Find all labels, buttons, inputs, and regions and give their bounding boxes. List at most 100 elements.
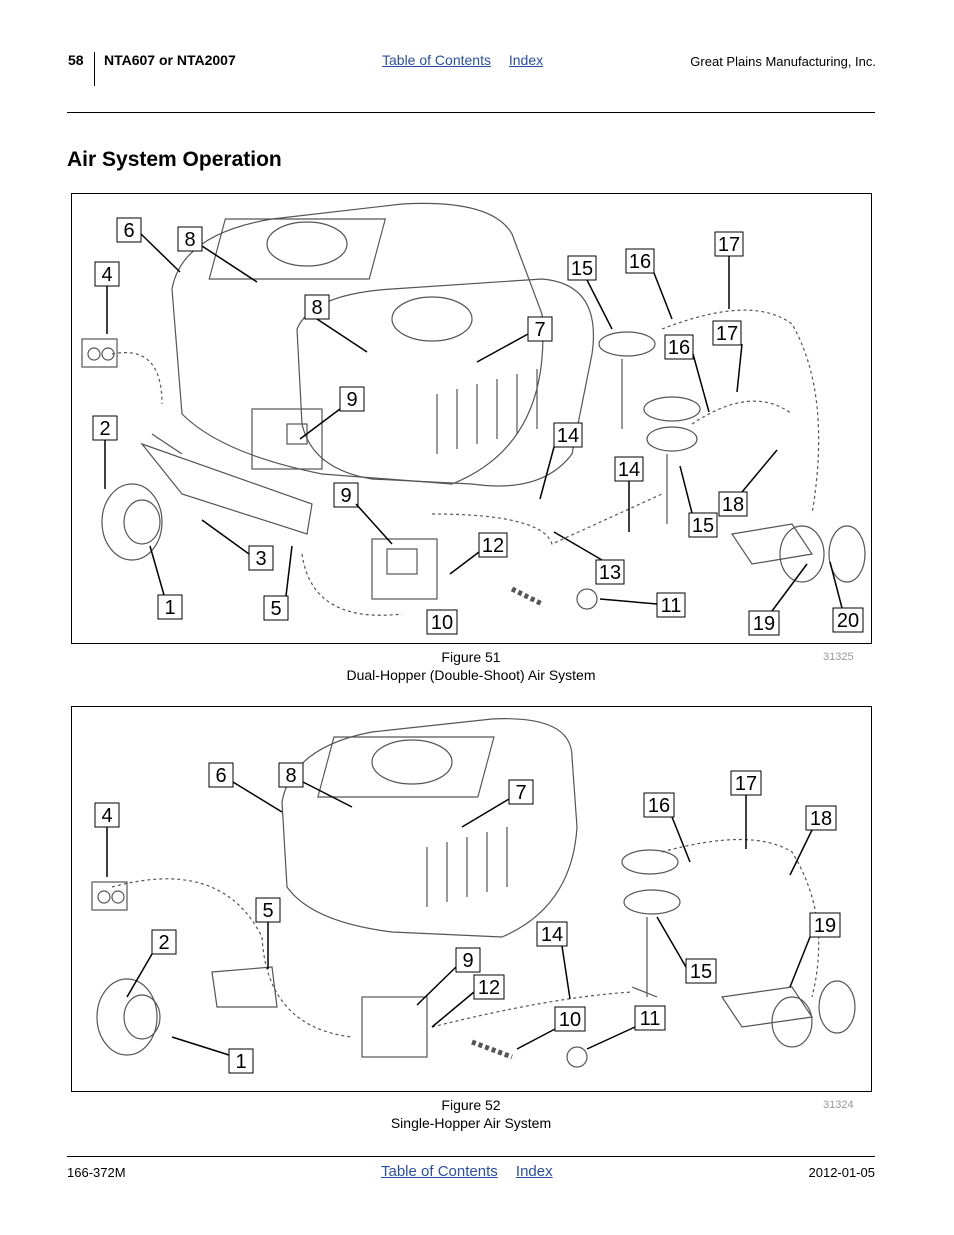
callout-5: 5 (263, 545, 293, 621)
svg-text:2: 2 (99, 418, 110, 440)
svg-text:8: 8 (285, 765, 296, 787)
index-link[interactable]: Index (508, 52, 544, 68)
svg-text:19: 19 (814, 915, 836, 937)
svg-text:15: 15 (571, 258, 593, 280)
callout-9b: 9 (333, 482, 393, 545)
callout-17a: 17 (714, 231, 744, 309)
svg-text:9: 9 (462, 950, 473, 972)
doc-number: 166-372M (67, 1165, 126, 1180)
svg-text:12: 12 (482, 535, 504, 557)
figure-51-title: Dual-Hopper (Double-Shoot) Air System (346, 667, 596, 683)
svg-text:5: 5 (270, 598, 281, 620)
callout-14b: 14 (614, 456, 644, 532)
callout-12: 12 (449, 532, 508, 575)
svg-text:15: 15 (690, 961, 712, 983)
svg-text:8: 8 (311, 297, 322, 319)
callout-2: 2 (126, 929, 177, 998)
callout-4: 4 (94, 261, 120, 334)
svg-text:6: 6 (215, 765, 226, 787)
callout-16a: 16 (625, 248, 673, 320)
svg-text:15: 15 (692, 515, 714, 537)
svg-text:7: 7 (515, 782, 526, 804)
figure-52-drawing: 6 8 7 17 16 18 4 5 2 19 14 9 15 12 11 10… (91, 718, 856, 1074)
svg-text:6: 6 (123, 220, 134, 242)
svg-text:20: 20 (837, 610, 859, 632)
callout-10: 10 (426, 609, 458, 635)
footer-rule (67, 1156, 875, 1157)
svg-text:17: 17 (735, 773, 757, 795)
page-header: 58 NTA607 or NTA2007 Table of Contents I… (68, 52, 876, 86)
callout-10: 10 (516, 1006, 586, 1050)
svg-text:8: 8 (184, 229, 195, 251)
svg-text:2: 2 (158, 932, 169, 954)
callout-16b: 16 (664, 334, 710, 413)
svg-text:13: 13 (599, 562, 621, 584)
doc-date: 2012-01-05 (808, 1165, 876, 1180)
callout-11: 11 (599, 592, 686, 618)
svg-text:16: 16 (629, 251, 651, 273)
callout-8a: 8 (177, 226, 258, 283)
company-name: Great Plains Manufacturing, Inc. (690, 54, 876, 69)
callout-7: 7 (476, 316, 553, 363)
svg-text:14: 14 (541, 924, 563, 946)
figure-51-drawing-number: 31325 (823, 651, 854, 663)
callout-7: 7 (461, 779, 534, 828)
page-number: 58 (68, 52, 84, 68)
svg-text:12: 12 (478, 977, 500, 999)
svg-text:18: 18 (810, 808, 832, 830)
callout-13: 13 (553, 531, 625, 585)
callout-11: 11 (586, 1005, 666, 1050)
callout-15a: 15 (567, 255, 613, 330)
figure-52-number: Figure 52 (441, 1097, 501, 1113)
header-divider (94, 52, 95, 86)
svg-text:7: 7 (534, 319, 545, 341)
callout-14a: 14 (539, 422, 583, 500)
toc-link[interactable]: Table of Contents (382, 52, 491, 68)
callout-6: 6 (116, 217, 181, 273)
figure-52-drawing-number: 31324 (823, 1099, 854, 1111)
svg-text:1: 1 (235, 1051, 246, 1073)
footer-links: Table of Contents Index (381, 1163, 567, 1180)
callout-18: 18 (718, 449, 778, 517)
callout-2: 2 (92, 415, 118, 489)
figure-52-caption: Figure 52 Single-Hopper Air System (67, 1096, 875, 1132)
svg-text:3: 3 (255, 548, 266, 570)
svg-text:9: 9 (346, 389, 357, 411)
figure-52-frame: 6 8 7 17 16 18 4 5 2 19 14 9 15 12 11 10… (71, 706, 872, 1092)
callout-1: 1 (149, 545, 183, 620)
header-rule (67, 112, 875, 113)
header-links: Table of Contents Index (382, 52, 557, 68)
callout-9a: 9 (299, 386, 365, 440)
svg-text:4: 4 (101, 805, 112, 827)
svg-text:1: 1 (164, 597, 175, 619)
svg-text:10: 10 (559, 1009, 581, 1031)
model-name: NTA607 or NTA2007 (104, 52, 236, 68)
callout-20: 20 (829, 561, 864, 633)
svg-text:11: 11 (640, 1008, 661, 1030)
figure-51-frame: 6 8 4 8 7 15 16 17 17 16 9 2 14 14 9 18 … (71, 193, 872, 644)
svg-text:10: 10 (431, 612, 453, 634)
svg-text:5: 5 (262, 900, 273, 922)
toc-link[interactable]: Table of Contents (381, 1163, 498, 1180)
callout-19: 19 (789, 912, 841, 988)
callout-18: 18 (789, 805, 837, 876)
callout-4: 4 (94, 802, 120, 877)
svg-text:14: 14 (618, 459, 640, 481)
svg-text:17: 17 (716, 323, 738, 345)
svg-text:18: 18 (722, 494, 744, 516)
svg-text:11: 11 (661, 595, 682, 617)
callout-1: 1 (171, 1036, 254, 1074)
svg-text:16: 16 (668, 337, 690, 359)
svg-text:14: 14 (557, 425, 579, 447)
callout-8b: 8 (304, 294, 368, 353)
svg-text:4: 4 (101, 264, 112, 286)
callout-15: 15 (656, 916, 717, 984)
callout-5: 5 (255, 897, 281, 969)
figure-51-drawing: 6 8 4 8 7 15 16 17 17 16 9 2 14 14 9 18 … (81, 202, 866, 636)
index-link[interactable]: Index (515, 1163, 553, 1180)
callout-17: 17 (730, 770, 762, 849)
svg-text:19: 19 (753, 613, 775, 635)
section-title: Air System Operation (67, 148, 282, 171)
svg-text:17: 17 (718, 234, 740, 256)
figure-51-number: Figure 51 (441, 649, 501, 665)
